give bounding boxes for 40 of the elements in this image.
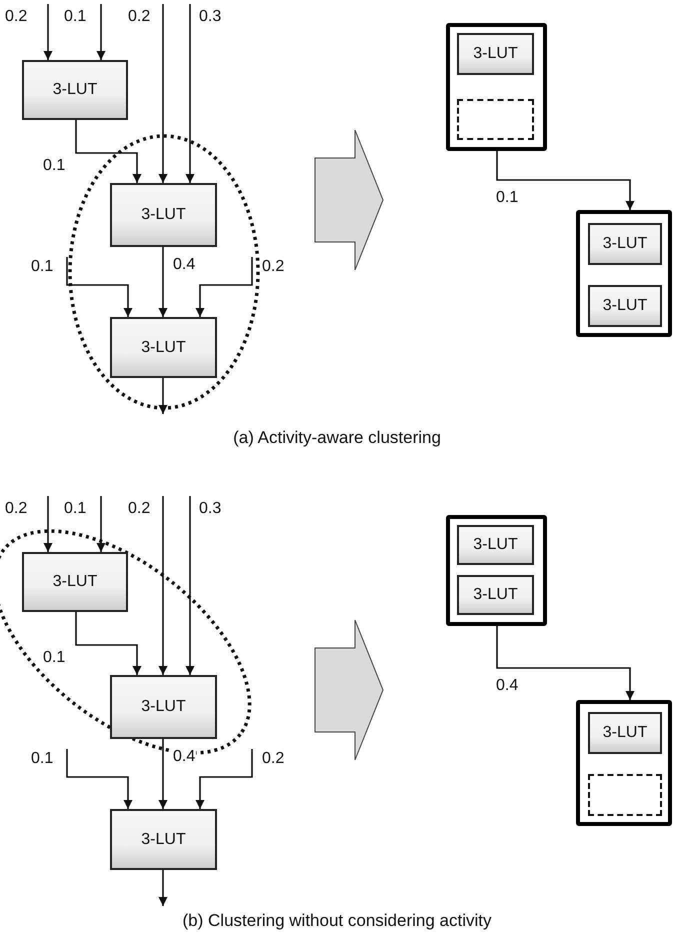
- cluster-box: [446, 515, 547, 626]
- cluster-box: [576, 700, 672, 826]
- arrow: [496, 626, 634, 700]
- arrow: [158, 739, 168, 809]
- arrow: [96, 4, 106, 60]
- arrow: [158, 4, 168, 183]
- caption: (a) Activity-aware clustering: [233, 428, 441, 448]
- lut-block: 3-LUT: [588, 223, 662, 265]
- arrow: [196, 749, 253, 809]
- empty-slot: [588, 774, 662, 816]
- cluster-box: [576, 210, 672, 337]
- lut-block: 3-LUT: [110, 675, 217, 739]
- lut-block: 3-LUT: [588, 285, 662, 327]
- arrow: [96, 496, 106, 552]
- arrow: [186, 4, 194, 183]
- arrow: [496, 151, 634, 210]
- lut-block: 3-LUT: [457, 575, 534, 615]
- caption: (b) Clustering without considering activity: [182, 911, 492, 931]
- arrow: [158, 378, 168, 414]
- lut-block: 3-LUT: [110, 183, 217, 247]
- arrow: [186, 496, 194, 675]
- lut-block: 3-LUT: [588, 712, 662, 754]
- arrow: [158, 247, 168, 317]
- arrow: [158, 496, 168, 675]
- arrow: [75, 612, 142, 675]
- arrow: [75, 120, 142, 183]
- arrow: [158, 870, 168, 906]
- arrow: [196, 257, 253, 317]
- empty-slot: [457, 99, 534, 140]
- arrow: [66, 749, 132, 809]
- arrow: [66, 257, 132, 317]
- lut-block: 3-LUT: [22, 60, 128, 120]
- lut-block: 3-LUT: [457, 33, 534, 75]
- lut-block: 3-LUT: [457, 525, 534, 565]
- cluster-box: [446, 23, 547, 151]
- arrow: [44, 496, 52, 552]
- lut-block: 3-LUT: [110, 317, 217, 378]
- lut-block: 3-LUT: [22, 552, 128, 612]
- arrow: [44, 4, 52, 60]
- lut-block: 3-LUT: [110, 809, 217, 870]
